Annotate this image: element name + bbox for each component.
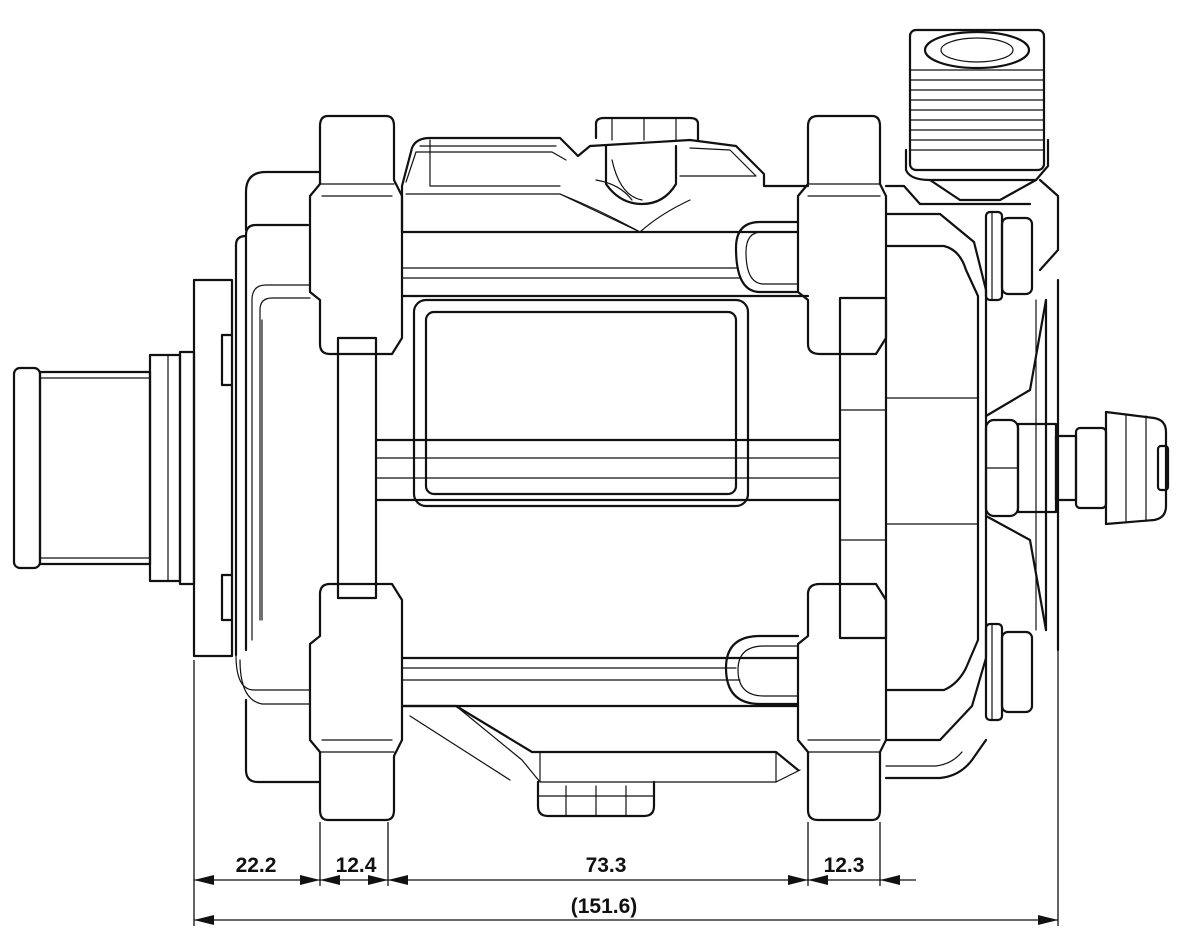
dim-22-2: 22.2 xyxy=(236,854,277,877)
shaft-hub xyxy=(12,350,196,586)
bottom-casting xyxy=(400,704,801,818)
dim-73-3: 73.3 xyxy=(586,854,627,877)
lower-stud xyxy=(984,622,1034,722)
dimension-lines xyxy=(194,875,1058,925)
threaded-port xyxy=(904,28,1060,272)
upper-stud xyxy=(984,210,1034,302)
dim-overall-151-6: (151.6) xyxy=(571,895,638,918)
front-ring xyxy=(308,114,404,822)
cylinder-body xyxy=(374,220,842,708)
extension-lines xyxy=(193,650,1059,926)
service-fitting xyxy=(984,410,1170,526)
dim-12-3: 12.3 xyxy=(824,854,865,877)
dim-12-4: 12.4 xyxy=(336,854,377,877)
top-casting xyxy=(400,116,810,234)
front-flange xyxy=(192,170,322,784)
rear-ring xyxy=(796,114,888,822)
